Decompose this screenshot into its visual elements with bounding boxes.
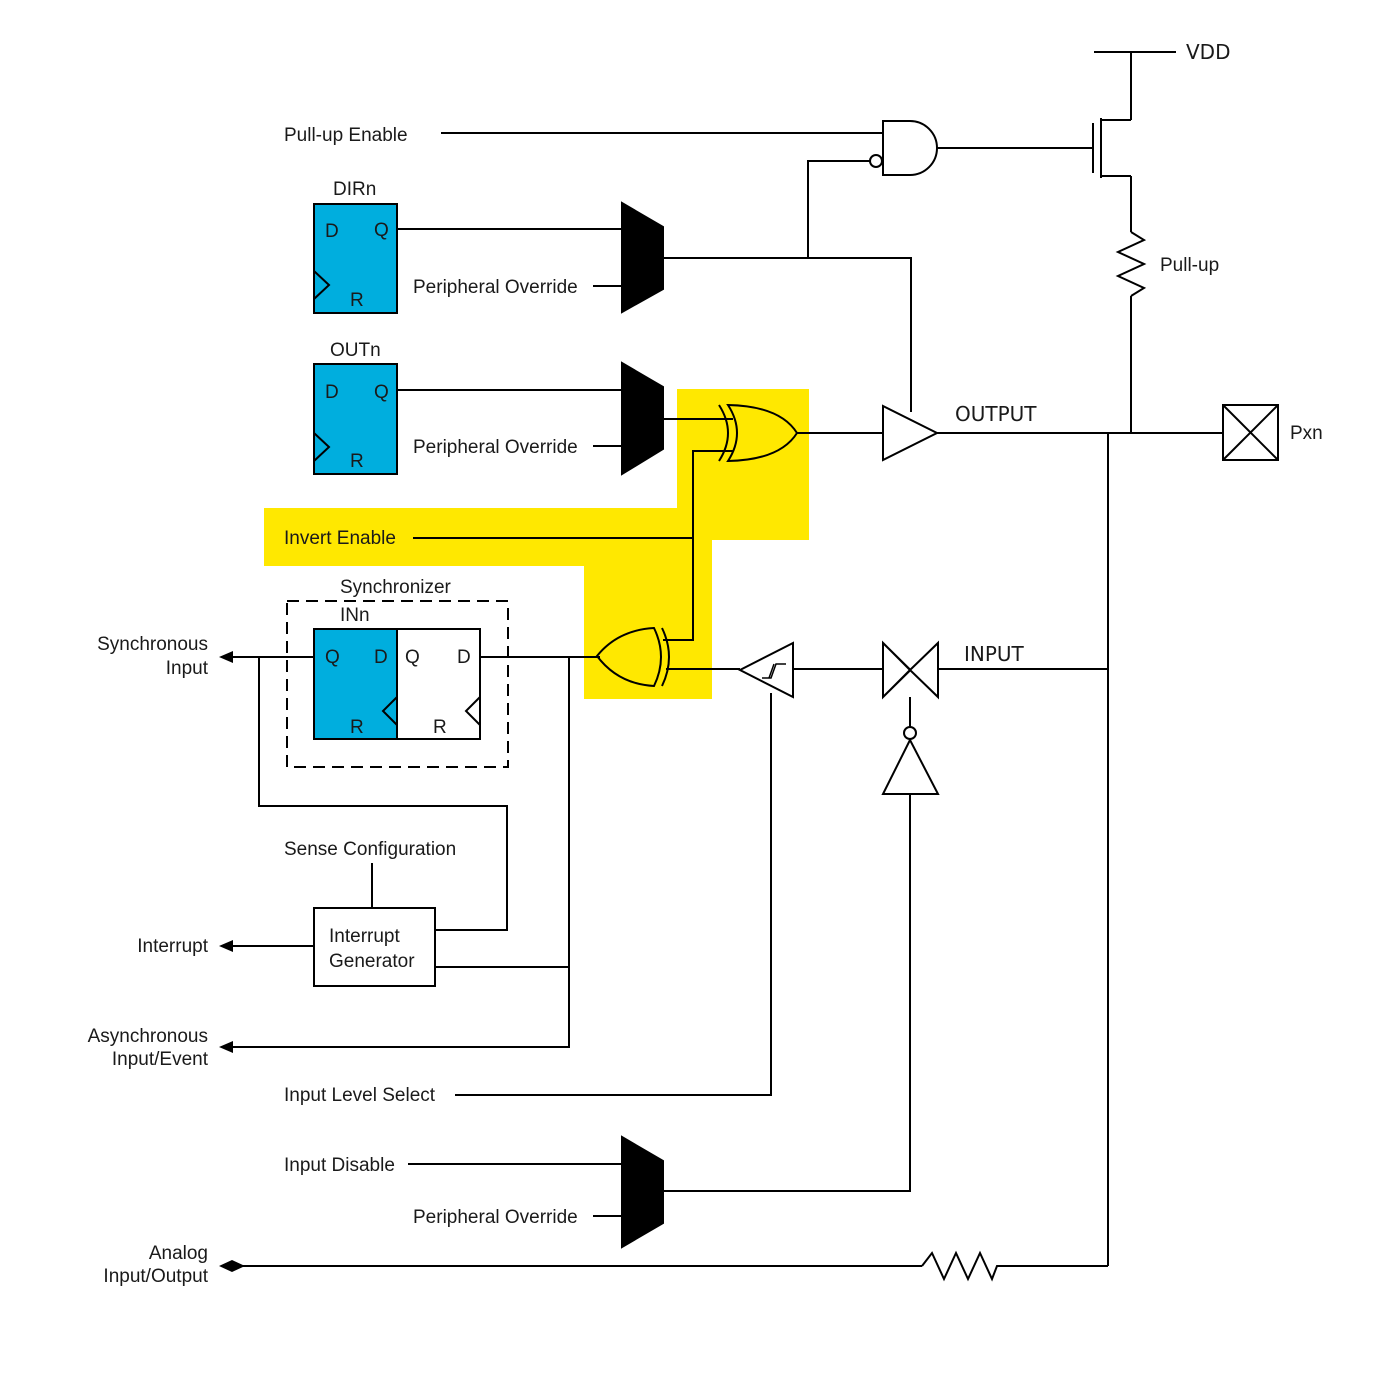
invert-enable-label: Invert Enable [284, 528, 396, 549]
pxn-pad [1222, 404, 1279, 461]
input-disable-mux [621, 1135, 664, 1249]
inn-q-pin: Q [325, 647, 340, 668]
inn-flipflop-white [396, 628, 481, 740]
dirn-label: DIRn [333, 179, 376, 200]
pullup-and-gate [882, 120, 938, 176]
vdd-rail [1094, 51, 1176, 120]
schmitt-trigger-buffer [737, 641, 794, 699]
dirn-mux [621, 201, 664, 314]
synchronous-input-label-line2: Input [166, 658, 209, 679]
outn-flipflop [313, 363, 398, 475]
outn-d-pin: D [325, 382, 339, 403]
input-label: INPUT [964, 642, 1025, 666]
synchronizer-label: Synchronizer [340, 577, 452, 598]
sync-r-pin: R [433, 717, 447, 738]
synchronous-input-label-line1: Synchronous [97, 634, 208, 655]
output-xor-gate [726, 403, 799, 463]
interrupt-generator-label-line1: Interrupt [329, 926, 400, 947]
dirn-flipflop [313, 203, 398, 314]
pxn-label: Pxn [1290, 423, 1323, 444]
asynchronous-input-label-line2: Input/Event [112, 1049, 209, 1070]
outn-label: OUTn [330, 340, 381, 361]
dirn-peripheral-override-label: Peripheral Override [413, 277, 578, 298]
synchronizer-box [286, 600, 509, 768]
inn-d-pin: D [374, 647, 388, 668]
inn-flipflop-blue [313, 628, 398, 740]
analog-resistor [921, 1250, 1108, 1282]
outn-q-pin: Q [374, 382, 389, 403]
dirn-d-pin: D [325, 221, 339, 242]
pullup-enable-label: Pull-up Enable [284, 125, 408, 146]
inn-label: INn [340, 605, 370, 626]
pullup-label: Pull-up [1160, 255, 1219, 276]
interrupt-generator-label-line2: Generator [329, 951, 415, 972]
outn-mux [621, 361, 664, 476]
interrupt-arrow [219, 940, 233, 952]
sync-d-pin: D [457, 647, 471, 668]
interrupt-generator [313, 907, 436, 987]
sense-configuration-label: Sense Configuration [284, 839, 456, 860]
asynchronous-input-arrow [219, 1041, 233, 1053]
input-transmission-gate [882, 640, 939, 700]
pullup-resistor [1115, 231, 1147, 297]
output-buffer [882, 404, 940, 462]
output-label: OUTPUT [955, 402, 1037, 426]
vdd-label: VDD [1186, 40, 1230, 64]
inverter-bubble [903, 726, 917, 740]
asynchronous-input-label-line1: Asynchronous [88, 1026, 208, 1047]
inn-r-pin: R [350, 717, 364, 738]
hysteresis-icon [762, 663, 786, 679]
analog-io-label-line2: Input/Output [103, 1266, 208, 1287]
interrupt-label: Interrupt [137, 936, 208, 957]
analog-io-arrow [219, 1260, 245, 1272]
pullup-transistor [1092, 118, 1132, 232]
input-disable-label: Input Disable [284, 1155, 395, 1176]
outn-peripheral-override-label: Peripheral Override [413, 437, 578, 458]
input-xor-gate [595, 626, 662, 688]
sync-q-pin: Q [405, 647, 420, 668]
input-disable-inverter [881, 737, 940, 795]
outn-r-pin: R [350, 451, 364, 472]
input-level-select-label: Input Level Select [284, 1085, 436, 1106]
dirn-r-pin: R [350, 290, 364, 311]
analog-io-label-line1: Analog [149, 1243, 208, 1264]
and-invert-bubble [869, 154, 883, 168]
invert-logic-highlight [264, 389, 809, 699]
synchronous-input-arrow [219, 651, 233, 663]
input-disable-peripheral-override-label: Peripheral Override [413, 1207, 578, 1228]
dirn-q-pin: Q [374, 220, 389, 241]
